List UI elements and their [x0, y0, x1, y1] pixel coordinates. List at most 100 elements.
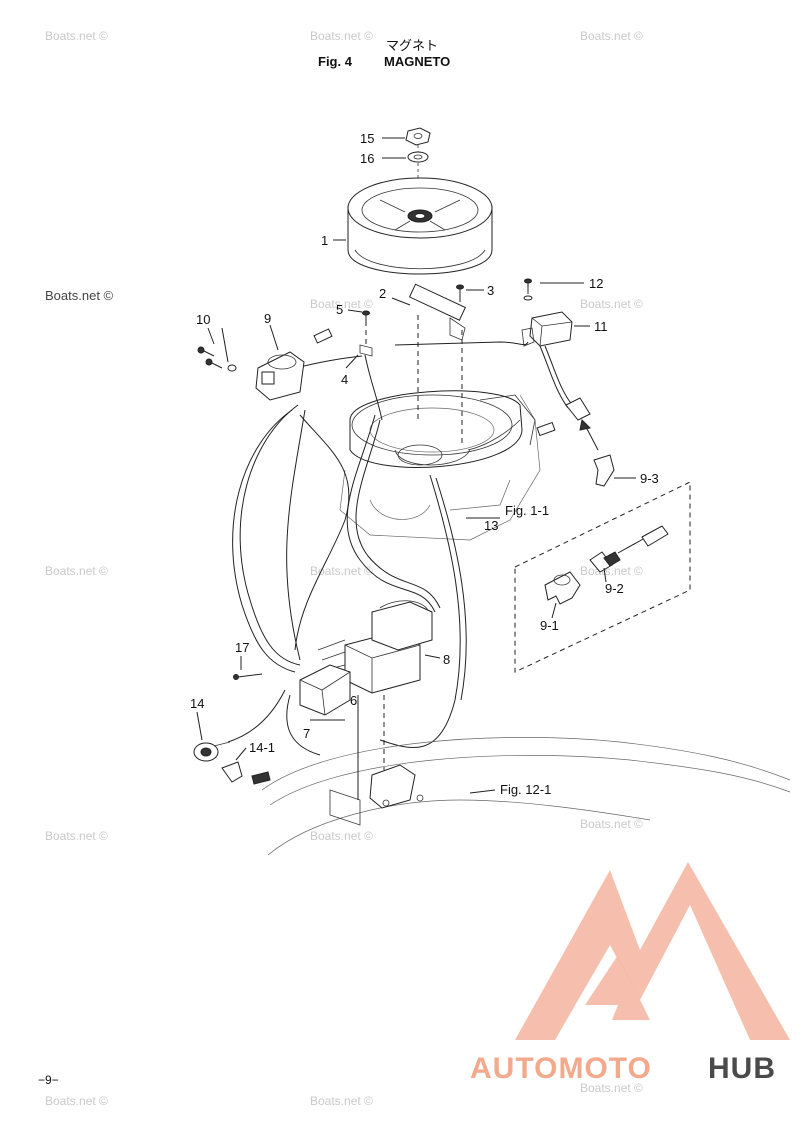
wire-clamp: [359, 344, 373, 357]
cap-opening: [553, 574, 571, 586]
label-13: 13: [484, 518, 498, 533]
label-12: 12: [589, 276, 603, 291]
label-2: 2: [379, 286, 386, 301]
watermark: Boats.net ©: [45, 829, 108, 843]
mounting-bracket: [299, 664, 351, 716]
watermark: Boats.net ©: [310, 829, 373, 843]
label-8: 8: [443, 652, 450, 667]
nut-hole: [413, 133, 423, 139]
inset-outline: [514, 481, 691, 673]
cowl-mount: [329, 789, 361, 826]
crankcase-outline: [339, 394, 541, 541]
switch-wire: [213, 741, 231, 747]
label-9: 9: [264, 311, 271, 326]
stator-rim: [351, 394, 513, 456]
cdi-unit-edges: [344, 644, 421, 693]
flywheel-top: [347, 177, 493, 239]
screw-head: [362, 310, 370, 316]
label-5: 5: [336, 302, 343, 317]
label-10: 10: [196, 312, 210, 327]
switch-lanyard: [251, 771, 271, 785]
leader-14: [196, 711, 203, 741]
figure-name: MAGNETO: [384, 54, 450, 69]
mount-hole: [416, 794, 424, 802]
stator-plate: [349, 390, 523, 468]
label-9-1: 9-1: [540, 618, 559, 633]
label-4: 4: [341, 372, 348, 387]
leader-9: [269, 324, 279, 351]
leader-10: [221, 327, 229, 363]
watermark: Boats.net ©: [580, 297, 643, 311]
flywheel-spokes: [379, 199, 461, 231]
harness-wire: [346, 414, 436, 613]
label-6: 6: [350, 693, 357, 708]
harness-wire: [294, 414, 350, 651]
high-tension-lead: [539, 345, 569, 409]
watermark: Boats.net ©: [580, 564, 643, 578]
watermark: Boats.net ©: [310, 564, 373, 578]
ref-fig-12-1: Fig. 12-1: [500, 782, 551, 797]
plug-cap-9-1: [544, 571, 581, 605]
pulser-coil: [408, 283, 466, 321]
coil-connector: [313, 328, 333, 344]
cowl-edge: [267, 799, 461, 856]
flywheel-assembly: [347, 127, 493, 275]
screw-head: [205, 358, 213, 366]
cowl-edge: [269, 755, 791, 806]
page-number: −9−: [38, 1073, 59, 1087]
label-7: 7: [303, 726, 310, 741]
leader-10: [207, 327, 215, 345]
ignition-coil-group: [521, 278, 615, 487]
label-3: 3: [487, 283, 494, 298]
washer: [523, 295, 533, 301]
screw-head: [456, 284, 464, 290]
pulser-coil-group: [359, 283, 466, 445]
label-16: 16: [360, 151, 374, 166]
bracket-mount: [369, 764, 416, 809]
lower-cowl: [261, 695, 791, 856]
leader-8: [424, 654, 441, 659]
screw-head: [197, 346, 205, 354]
charge-coil-group: [197, 328, 363, 401]
crankcase-port: [369, 499, 431, 520]
title-japanese: マグネト: [386, 39, 438, 54]
leader-9-1: [551, 602, 557, 619]
watermark: Boats.net ©: [580, 817, 643, 831]
washer: [227, 364, 237, 372]
harness-wire: [227, 689, 286, 743]
cylinder-outline: [479, 394, 536, 446]
figure-number: Fig. 4: [318, 54, 353, 69]
high-tension-lead: [544, 345, 574, 407]
inset-box: [514, 481, 691, 673]
mount-hole: [382, 799, 390, 807]
cowl-edge: [459, 799, 651, 821]
harness-wire: [232, 409, 296, 673]
watermark: Boats.net ©: [45, 288, 114, 303]
leader-14-1: [235, 747, 247, 761]
coil-bracket: [521, 327, 535, 347]
logo-text-secondary: HUB: [708, 1052, 776, 1085]
stator-center: [397, 444, 443, 466]
bracket-edges: [299, 671, 351, 716]
label-9-2: 9-2: [605, 581, 624, 596]
watermark: Boats.net ©: [45, 29, 108, 43]
figure-title: マグネト Fig. 4 MAGNETO: [318, 39, 450, 69]
harness-wire: [286, 409, 306, 661]
label-14-1: 14-1: [249, 740, 275, 755]
label-leaders: [196, 137, 636, 794]
leader-5: [347, 309, 363, 313]
harness-wire: [435, 477, 467, 701]
stator-recess: [394, 449, 471, 466]
label-17: 17: [235, 640, 249, 655]
logo-mark-inner: [585, 955, 650, 1020]
label-1: 1: [321, 233, 328, 248]
arrow-head: [579, 418, 592, 431]
lead-end: [641, 525, 669, 547]
wiring-harness: [227, 341, 529, 756]
leader-fig-12-1: [469, 789, 496, 794]
ignition-coil-edges: [531, 317, 573, 347]
harness-wire: [394, 341, 529, 346]
coil-core: [261, 371, 275, 385]
logo-text-primary: AUTOMOTO: [470, 1052, 652, 1085]
